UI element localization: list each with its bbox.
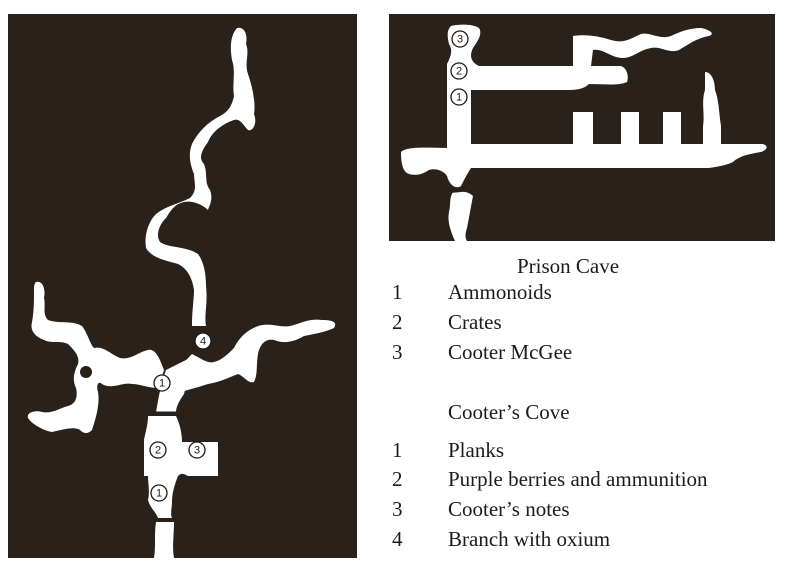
legend-item-number: 1 <box>392 438 403 462</box>
cove-legend-item: 2 Purple berries and ammunition <box>392 467 800 493</box>
cove-marker-3: 3 <box>188 441 206 459</box>
marker-number: 3 <box>457 34 463 46</box>
cove-marker-1: 1 <box>153 374 171 392</box>
cove-markers: 4 1 2 3 1 <box>149 332 212 502</box>
cove-legend-item: 4 Branch with oxium <box>392 527 800 553</box>
prison-markers: 3 2 1 <box>450 30 469 106</box>
legend-item-label: Crates <box>448 310 502 334</box>
marker-number: 2 <box>155 445 161 457</box>
legend-item-label: Purple berries and ammunition <box>448 467 708 491</box>
cove-legend-item: 1 Planks <box>392 438 800 464</box>
prison-marker-1: 1 <box>450 88 468 106</box>
legend-item-number: 2 <box>392 310 403 334</box>
cove-legend-item: 3 Cooter’s notes <box>392 497 800 523</box>
cove-passages <box>27 27 336 558</box>
legend-item-label: Planks <box>448 438 505 462</box>
legend-item-label: Cooter’s notes <box>448 497 570 521</box>
prison-marker-3: 3 <box>451 30 469 48</box>
prison-plank-barrier <box>444 187 478 194</box>
marker-number: 1 <box>156 488 162 500</box>
prison-marker-2: 2 <box>450 62 468 80</box>
cove-legend-title: Cooter’s Cove <box>448 400 570 424</box>
legend-item-label: Cooter McGee <box>448 340 573 364</box>
marker-circle-icon <box>149 441 167 459</box>
prison-legend-title: Prison Cave <box>517 254 620 278</box>
prison-legend-item: 1 Ammonoids <box>392 280 792 306</box>
marker-number: 2 <box>456 66 462 78</box>
marker-circle-icon <box>188 441 206 459</box>
cove-marker-4: 4 <box>194 332 212 350</box>
marker-circle-icon <box>153 374 171 392</box>
prison-legend-item: 3 Cooter McGee <box>392 340 792 366</box>
cooters-cove-legend: Cooter’s Cove 1 Planks 2 Purple berries … <box>392 400 800 560</box>
legend-item-label: Ammonoids <box>448 280 552 304</box>
cove-marker-1: 1 <box>150 484 168 502</box>
marker-number: 4 <box>200 336 206 348</box>
prison-map-drawing: 3 2 1 <box>401 24 767 241</box>
legend-item-number: 2 <box>392 467 403 491</box>
marker-number: 3 <box>194 445 200 457</box>
prison-legend-item: 2 Crates <box>392 310 792 336</box>
prison-cave-map: 3 2 1 <box>389 14 775 241</box>
prison-passages <box>401 24 767 241</box>
cooters-cove-map: 4 1 2 3 1 <box>8 14 357 558</box>
legend-item-label: Branch with oxium <box>448 527 611 551</box>
marker-number: 1 <box>456 92 462 104</box>
legend-item-number: 1 <box>392 280 403 304</box>
marker-number: 1 <box>159 378 165 390</box>
marker-circle-icon <box>450 88 468 106</box>
legend-item-number: 4 <box>392 527 403 551</box>
marker-circle-icon <box>194 332 212 350</box>
legend-item-number: 3 <box>392 497 403 521</box>
cove-rock-pillar <box>80 366 92 378</box>
marker-circle-icon <box>150 484 168 502</box>
cove-marker-2: 2 <box>149 441 167 459</box>
legend-item-number: 3 <box>392 340 403 364</box>
marker-circle-icon <box>451 30 469 48</box>
marker-circle-icon <box>450 62 468 80</box>
prison-cave-legend: Prison Cave 1 Ammonoids 2 Crates 3 Coote… <box>392 254 792 364</box>
cove-map-drawing: 4 1 2 3 1 <box>27 27 336 558</box>
